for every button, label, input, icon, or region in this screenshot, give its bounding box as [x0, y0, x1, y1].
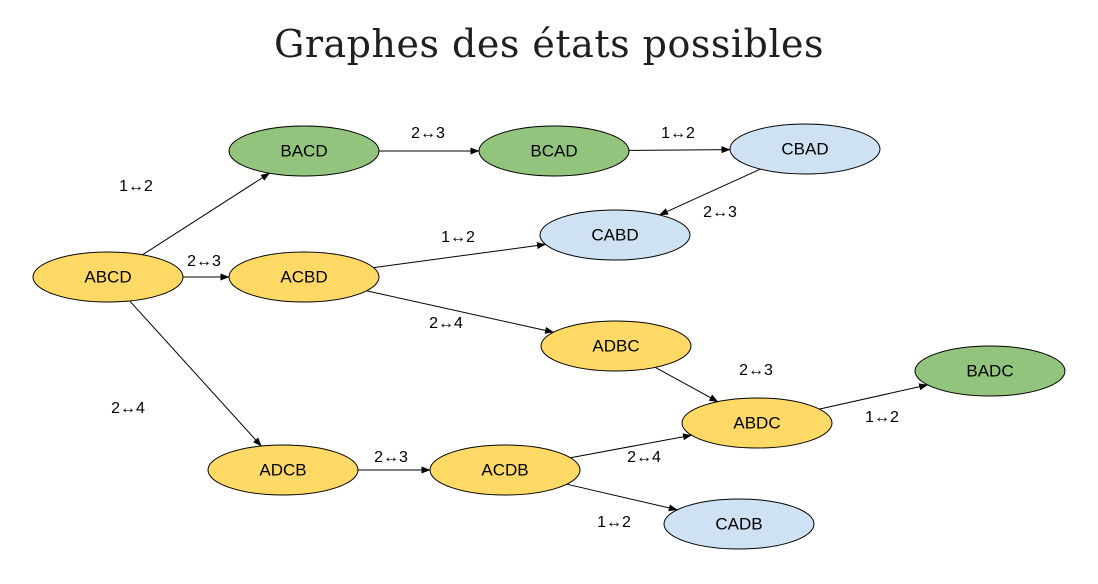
edge-label-bcad-cbad: 1↔2	[661, 125, 695, 142]
edge-arrow-abcd-adcb	[129, 300, 262, 447]
state-node-shape	[914, 345, 1066, 397]
state-node-shape	[663, 498, 815, 550]
state-node-abcd: ABCD	[32, 251, 184, 303]
state-node-label: ADBC	[592, 336, 639, 355]
edge-label-acdb-cadb: 1↔2	[597, 514, 631, 531]
edge-label-cbad-cabd: 2↔3	[703, 204, 737, 221]
state-node-shape	[729, 123, 881, 175]
edge-arrow-acdb-cadb	[566, 483, 678, 512]
edge-label-adbc-abdc: 2↔3	[739, 362, 773, 379]
edge-label-acdb-abdc: 2↔4	[627, 449, 661, 466]
state-node-shape	[228, 251, 380, 303]
state-node-label: ABDC	[733, 413, 780, 432]
state-node-cbad: CBAD	[729, 123, 881, 175]
state-node-label: ACBD	[280, 267, 327, 286]
edge-label-abcd-acbd: 2↔3	[187, 253, 221, 270]
state-node-cabd: CABD	[539, 209, 691, 261]
state-node-shape	[681, 397, 833, 449]
state-node-cadb: CADB	[663, 498, 815, 550]
edge-label-abcd-adcb: 2↔4	[111, 400, 145, 417]
state-node-shape	[32, 251, 184, 303]
state-node-badc: BADC	[914, 345, 1066, 397]
nodes-layer: ABCD BACD BCAD CBAD CABD ACBD ADBC BADC ABDC ADCB…	[32, 123, 1066, 550]
state-node-label: CADB	[715, 514, 762, 533]
state-node-label: BACD	[280, 141, 327, 160]
edge-arrow-acbd-adbc	[366, 290, 554, 334]
state-node-shape	[207, 444, 359, 496]
state-node-adcb: ADCB	[207, 444, 359, 496]
edge-labels-layer: 1↔2 2↔3 1↔2 2↔3 2↔3 1↔2 2↔4 2↔3 1↔2 2↔4 2↔3 2↔4 1↔2	[111, 125, 899, 531]
state-node-label: ABCD	[84, 267, 131, 286]
edge-label-bacd-bcad: 2↔3	[411, 125, 445, 142]
state-node-bacd: BACD	[228, 125, 380, 177]
state-node-label: CBAD	[781, 139, 828, 158]
state-node-acdb: ACDB	[429, 444, 581, 496]
edge-arrow-acdb-abdc	[570, 433, 692, 459]
state-node-label: BCAD	[530, 141, 577, 160]
edge-arrow-cbad-cabd	[659, 168, 761, 216]
edge-label-acbd-adbc: 2↔4	[429, 315, 463, 332]
state-node-shape	[539, 209, 691, 261]
edge-label-abdc-badc: 1↔2	[865, 409, 899, 426]
state-node-label: ACDB	[481, 460, 528, 479]
edge-arrow-acbd-cabd	[373, 242, 546, 269]
edge-label-acbd-cabd: 1↔2	[441, 229, 475, 246]
edge-arrow-bcad-cbad	[628, 146, 731, 154]
state-node-shape	[478, 125, 630, 177]
state-node-shape	[429, 444, 581, 496]
edge-arrow-abdc-badc	[819, 383, 929, 410]
state-node-label: ADCB	[259, 460, 306, 479]
edges-layer	[129, 146, 929, 512]
state-node-acbd: ACBD	[228, 251, 380, 303]
page-title: Graphes des états possibles	[273, 22, 825, 66]
state-node-abdc: ABDC	[681, 397, 833, 449]
state-node-shape	[540, 320, 692, 372]
state-node-bcad: BCAD	[478, 125, 630, 177]
edge-arrow-adbc-abdc	[654, 366, 719, 403]
state-node-adbc: ADBC	[540, 320, 692, 372]
state-node-label: CABD	[591, 225, 638, 244]
state-node-shape	[228, 125, 380, 177]
edge-label-adcb-acdb: 2↔3	[374, 449, 408, 466]
state-node-label: BADC	[966, 361, 1013, 380]
edge-arrow-abcd-bacd	[142, 172, 270, 256]
edge-label-abcd-bacd: 1↔2	[119, 178, 153, 195]
